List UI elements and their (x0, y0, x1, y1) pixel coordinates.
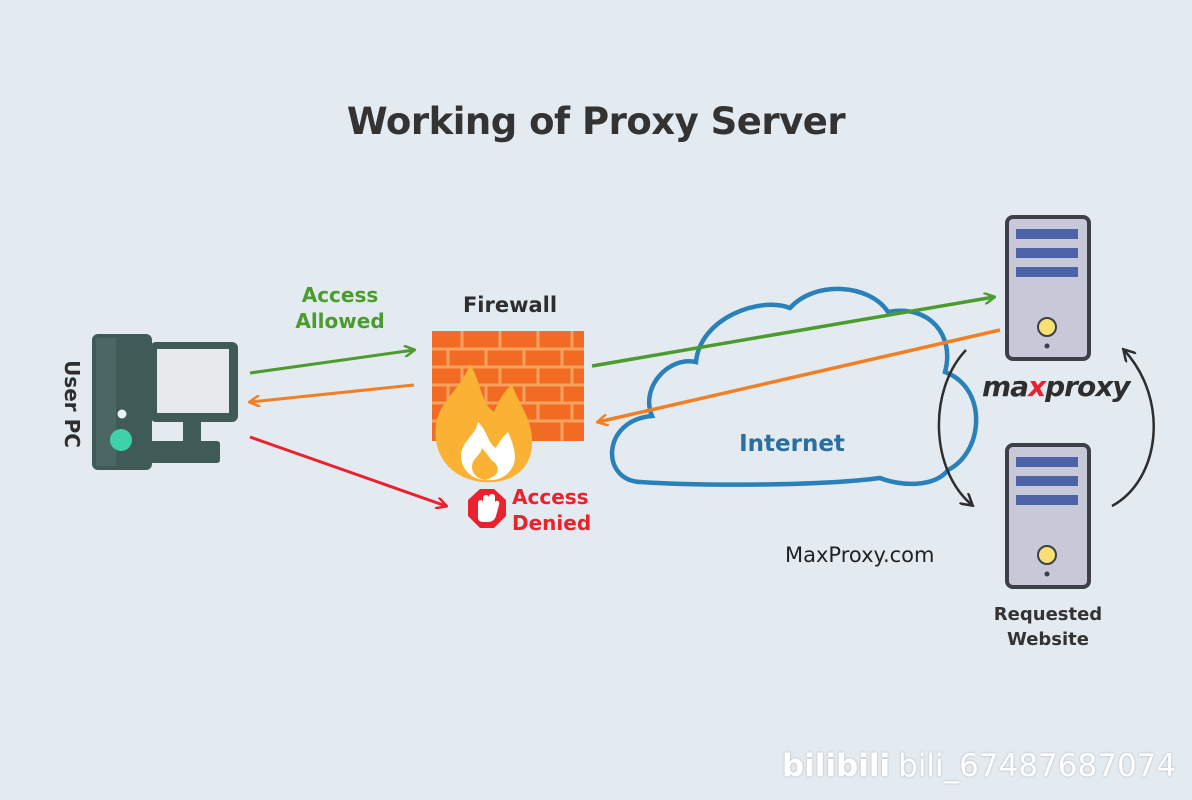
stop-hand-icon (468, 489, 506, 528)
access-denied-label: Access Denied (512, 485, 592, 535)
proxy-server-icon (1005, 215, 1091, 361)
watermark-user: bili_67487687074 (898, 748, 1177, 784)
response-to-pc-arrow (250, 383, 415, 402)
response-from-proxy-arrow (598, 328, 1001, 422)
user-pc-label: User PC (60, 360, 84, 448)
watermark-logo: bilibili (782, 748, 891, 784)
page-title: Working of Proxy Server (346, 100, 846, 143)
firewall-label: Firewall (462, 293, 558, 317)
forward-cycle-arrow (937, 349, 972, 505)
access-denied-arrow (249, 435, 446, 506)
access-allowed-arrow (249, 350, 414, 375)
requested-website-label: Requested Website (993, 604, 1103, 650)
access-allowed-label: Access Allowed (295, 283, 385, 333)
maxproxy-logo: maxproxy (982, 370, 1133, 403)
request-to-proxy-arrow (591, 297, 994, 368)
cloud-icon (609, 286, 979, 487)
proxy-domain-label: MaxProxy.com (785, 543, 935, 567)
return-cycle-arrow (1111, 350, 1155, 508)
computer-icon (92, 334, 238, 470)
svg-text:maxproxy: maxproxy (982, 370, 1132, 403)
flame-icon (435, 364, 533, 483)
web-server-icon (1005, 443, 1091, 589)
internet-label: Internet (739, 431, 845, 457)
